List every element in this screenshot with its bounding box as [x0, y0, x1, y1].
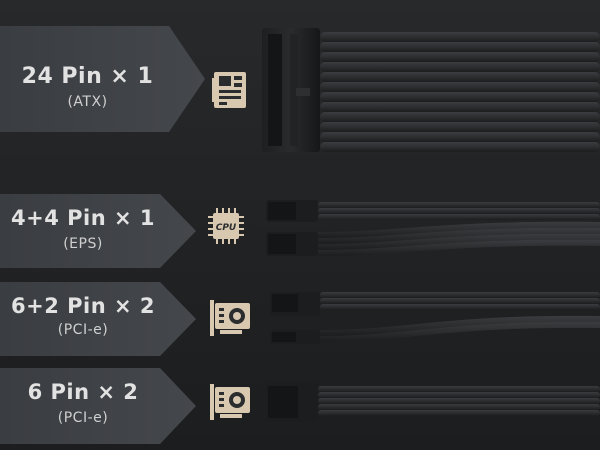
cpu-icon: CPU — [208, 208, 244, 244]
graphics-card-icon — [210, 384, 250, 420]
connector-title-pcie-6-2: 6+2 Pin × 2 — [11, 294, 155, 318]
row-pcie-6-2: 6+2 Pin × 2 (PCI-e) — [0, 280, 600, 362]
connector-title-pcie-6: 6 Pin × 2 — [27, 380, 139, 404]
row-atx: 24 Pin × 1 (ATX) — [0, 0, 600, 190]
pcie-6-2-cable — [268, 290, 600, 354]
connector-subtitle-atx: (ATX) — [67, 94, 108, 110]
connector-subtitle-pcie-6: (PCI-e) — [57, 410, 109, 426]
graphics-card-icon — [210, 300, 250, 336]
connector-subtitle-eps: (EPS) — [63, 236, 103, 252]
eps-cable — [262, 198, 600, 264]
pcie-6-cable — [262, 382, 600, 432]
atx-24-pin-cable — [260, 28, 600, 154]
row-pcie-6: 6 Pin × 2 (PCI-e) — [0, 362, 600, 450]
motherboard-icon — [212, 70, 248, 110]
label-arrow-atx: 24 Pin × 1 (ATX) — [0, 26, 205, 132]
connector-subtitle-pcie-6-2: (PCI-e) — [57, 322, 109, 338]
connector-title-atx: 24 Pin × 1 — [21, 64, 154, 89]
row-eps: 4+4 Pin × 1 (EPS) CPU — [0, 190, 600, 276]
atx-strands — [320, 32, 600, 152]
label-arrow-pcie-6: 6 Pin × 2 (PCI-e) — [0, 368, 196, 444]
cpu-icon-label: CPU — [216, 223, 237, 233]
connector-title-eps: 4+4 Pin × 1 — [11, 206, 155, 230]
label-arrow-pcie-6-2: 6+2 Pin × 2 (PCI-e) — [0, 282, 196, 356]
label-arrow-eps: 4+4 Pin × 1 (EPS) — [0, 194, 196, 268]
